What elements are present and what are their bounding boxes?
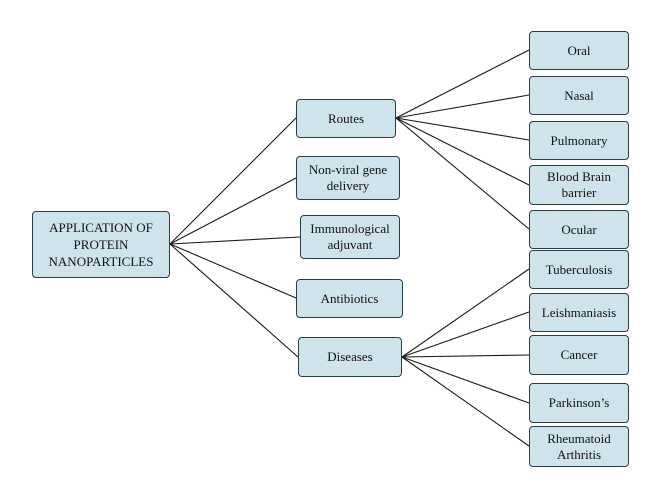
conn-root-routes — [169, 117, 297, 245]
conn-diseases-cancer — [401, 354, 530, 358]
route-oral: Oral — [529, 31, 629, 70]
disease-leishmaniasis: Leishmaniasis — [529, 293, 629, 332]
root-node: APPLICATION OF PROTEIN NANOPARTICLES — [32, 211, 170, 278]
route-blood-brain-barrier: Blood Brain barrier — [529, 165, 629, 205]
conn-routes-bbb — [395, 117, 530, 186]
conn-root-gene — [169, 177, 297, 245]
conn-routes-ocular — [395, 117, 530, 230]
category-routes: Routes — [296, 99, 396, 138]
category-antibiotics: Antibiotics — [296, 279, 403, 318]
disease-rheumatoid-arthritis: Rheumatoid Arthritis — [529, 426, 629, 467]
conn-diseases-rheumatoid — [401, 356, 530, 447]
conn-root-immuno — [169, 236, 301, 245]
conn-routes-oral — [395, 49, 530, 119]
disease-parkinsons: Parkinson’s — [529, 383, 629, 423]
conn-diseases-parkinsons — [401, 356, 530, 404]
conn-root-diseases — [169, 243, 299, 358]
category-non-viral-gene-delivery: Non-viral gene delivery — [296, 156, 400, 200]
conn-routes-pulmonary — [395, 117, 530, 141]
disease-cancer: Cancer — [529, 335, 629, 375]
category-diseases: Diseases — [298, 337, 402, 377]
conn-root-antibiotics — [169, 243, 297, 299]
conn-routes-nasal — [395, 94, 530, 119]
category-immunological-adjuvant: Immunological adjuvant — [300, 215, 400, 259]
route-ocular: Ocular — [529, 210, 629, 249]
conn-diseases-leishmaniasis — [401, 311, 530, 358]
disease-tuberculosis: Tuberculosis — [529, 250, 629, 289]
route-pulmonary: Pulmonary — [529, 121, 629, 160]
route-nasal: Nasal — [529, 76, 629, 115]
conn-diseases-tuberculosis — [401, 268, 530, 358]
